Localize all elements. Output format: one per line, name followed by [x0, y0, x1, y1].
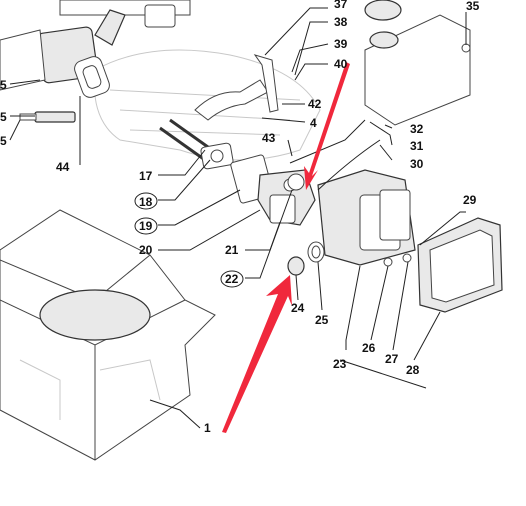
callout-5a: 5: [0, 78, 7, 92]
spacer-24: [287, 256, 305, 276]
gasket-18: [200, 142, 234, 170]
callout-43: 43: [262, 131, 276, 145]
callout-38: 38: [334, 15, 348, 29]
callout-24: 24: [291, 301, 305, 315]
callout-39: 39: [334, 37, 348, 51]
callout-19: 19: [139, 219, 153, 233]
nut-26: [383, 257, 393, 267]
callout-5b: 5: [0, 110, 7, 124]
intake-tube: [194, 54, 279, 121]
callout-29: 29: [463, 193, 477, 207]
rod-43: [289, 119, 366, 164]
callout-20: 20: [139, 243, 153, 257]
callout-40: 40: [334, 57, 348, 71]
nut-27: [402, 253, 412, 263]
callout-labels: 5 5 5 44 17 18 19 20 21 22 24 25 23 26 2…: [0, 0, 480, 435]
callout-circles: [134, 192, 244, 288]
callout-25: 25: [315, 313, 329, 327]
callout-37: 37: [334, 0, 348, 11]
filter-housing-23: [317, 169, 416, 266]
arrow-to-carburetor: [304, 62, 350, 190]
o-ring-22: [287, 173, 305, 191]
callout-27: 27: [385, 352, 399, 366]
callout-21: 21: [225, 243, 239, 257]
filter-cover-28: [417, 217, 503, 313]
callout-44: 44: [56, 160, 70, 174]
gasket-44: [74, 56, 110, 98]
fuel-tank: [364, 0, 471, 126]
callout-32: 32: [410, 122, 424, 136]
callout-4: 4: [310, 116, 317, 130]
callout-42: 42: [308, 97, 322, 111]
spark-plug: [19, 111, 76, 123]
callout-30: 30: [410, 157, 424, 171]
callout-17: 17: [139, 169, 153, 183]
arrow-to-spacer: [222, 275, 292, 433]
callout-28: 28: [406, 363, 420, 377]
callout-4-left: 5: [0, 134, 7, 148]
leader-lines: [9, 7, 467, 429]
callout-23: 23: [333, 357, 347, 371]
box-1: [0, 209, 216, 461]
callout-35: 35: [466, 0, 480, 13]
callout-18: 18: [139, 195, 153, 209]
callout-22: 22: [225, 272, 239, 286]
highlight-arrows: [222, 62, 350, 433]
callout-1: 1: [204, 421, 211, 435]
fuel-line-30: [317, 139, 381, 191]
callout-31: 31: [410, 139, 424, 153]
callout-26: 26: [362, 341, 376, 355]
ring-25: [307, 241, 325, 263]
